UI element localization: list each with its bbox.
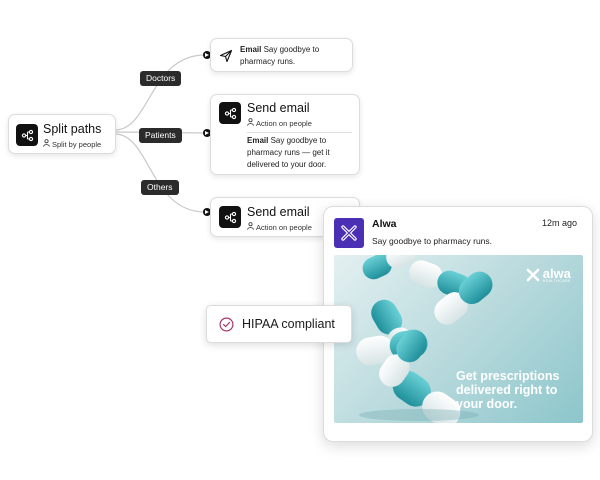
person-icon <box>43 139 50 149</box>
branch-tag-others[interactable]: Others <box>141 180 179 195</box>
brand-logo-icon <box>334 218 364 248</box>
arrow-dot-icon <box>203 129 211 137</box>
send-email-title: Send email <box>247 205 310 219</box>
branch-tag-patients[interactable]: Patients <box>139 128 182 143</box>
promo-brand-name: alwa <box>542 266 571 281</box>
send-email-body: Email Say goodbye to pharmacy runs — get… <box>247 136 330 169</box>
person-icon <box>247 118 254 128</box>
notification-card[interactable]: Alwa 12m ago Say goodbye to pharmacy run… <box>323 206 593 442</box>
split-icon <box>219 102 241 124</box>
arrow-dot-icon <box>203 208 211 216</box>
promo-headline: Get prescriptions delivered right to you… <box>456 369 560 411</box>
split-paths-subtitle: Split by people <box>43 139 101 149</box>
check-circle-icon <box>219 317 234 337</box>
notification-message: Say goodbye to pharmacy runs. <box>372 236 493 246</box>
hipaa-badge: HIPAA compliant <box>206 305 352 343</box>
capsules-illustration <box>356 255 493 423</box>
send-email-subtitle: Action on people <box>247 222 312 232</box>
brand-mark-icon <box>526 268 540 282</box>
send-email-subtitle: Action on people <box>247 118 312 128</box>
split-paths-title: Split paths <box>43 122 102 136</box>
send-email-title: Send email <box>247 101 310 115</box>
promo-brand-logo: alwa HEALTHCARE <box>526 267 571 284</box>
send-email-node-patients[interactable]: Send email Action on people Email Say go… <box>210 94 360 175</box>
notification-time: 12m ago <box>541 218 577 228</box>
hipaa-label: HIPAA compliant <box>242 317 335 331</box>
promo-brand-sub: HEALTHCARE <box>542 279 571 283</box>
send-icon <box>219 49 233 68</box>
divider <box>247 132 352 133</box>
email-node-text: Email Say goodbye to pharmacy runs. <box>240 45 320 66</box>
email-node-doctors[interactable]: Email Say goodbye to pharmacy runs. <box>210 38 353 72</box>
promo-image: alwa HEALTHCARE Get prescriptions delive… <box>334 255 583 423</box>
person-icon <box>247 222 254 232</box>
split-icon <box>16 124 38 146</box>
notification-sender: Alwa <box>372 218 397 230</box>
split-icon <box>219 206 241 228</box>
split-paths-node[interactable]: Split paths Split by people <box>8 114 116 154</box>
branch-tag-doctors[interactable]: Doctors <box>140 71 182 86</box>
arrow-dot-icon <box>203 51 211 59</box>
